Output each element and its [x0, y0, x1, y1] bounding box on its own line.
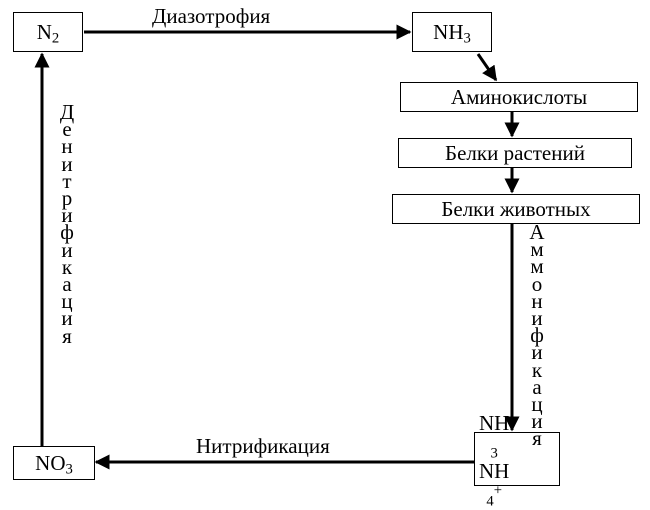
vertical-letter: я [532, 426, 542, 451]
connector-layer [34, 24, 520, 470]
vertical-letter: а [532, 374, 542, 399]
nh3-text: NH3 [433, 19, 471, 47]
vertical-letter: а [62, 272, 72, 297]
node-amino-acids: Аминокислоты [400, 82, 638, 112]
vertical-letter: и [61, 237, 73, 262]
vertical-letter: м [530, 254, 544, 279]
vertical-letter: я [62, 323, 72, 348]
label-nitrification: Нитрификация [196, 434, 330, 458]
vertical-letter: к [531, 357, 543, 382]
vertical-letter: е [62, 117, 72, 142]
vertical-letter: Д [59, 100, 75, 124]
node-no3: NO3 [13, 446, 95, 480]
vertical-letter: т [62, 168, 72, 193]
vertical-letter: н [531, 288, 543, 313]
vertical-letter: и [531, 340, 543, 365]
node-nh3: NH3 [412, 12, 492, 52]
node-animal-proteins: Белки животных [392, 194, 640, 224]
vertical-letter: о [531, 271, 543, 296]
vertical-letter: ф [530, 323, 544, 348]
arrow-nh3-to-amino [476, 53, 498, 82]
vertical-letter: и [531, 306, 543, 331]
vertical-letter: р [61, 186, 73, 211]
vertical-letter: А [529, 220, 545, 244]
vertical-letter: и [531, 409, 543, 434]
label-diazotrophy: Диазотрофия [152, 4, 271, 28]
vertical-letter: и [61, 151, 73, 176]
vertical-letter: ф [60, 220, 74, 245]
nitrogen-cycle-diagram: N2 NH3 Аминокислоты Белки растений Белки… [13, 4, 640, 509]
vertical-letter: и [61, 203, 73, 228]
vertical-letter: и [61, 306, 73, 331]
n2-text: N2 [36, 19, 60, 47]
node-n2: N2 [13, 12, 83, 52]
vertical-letter: ц [61, 289, 73, 314]
no3-text: NO3 [35, 450, 73, 478]
node-plant-proteins: Белки растений [398, 138, 632, 168]
plant-proteins-text: Белки растений [445, 140, 585, 165]
vertical-letter: ц [531, 392, 543, 417]
vertical-letter: м [530, 237, 544, 262]
amino-acids-text: Аминокислоты [450, 84, 588, 109]
vertical-letter: н [61, 134, 73, 159]
animal-proteins-text: Белки животных [441, 196, 591, 221]
vertical-letter: к [61, 254, 73, 279]
